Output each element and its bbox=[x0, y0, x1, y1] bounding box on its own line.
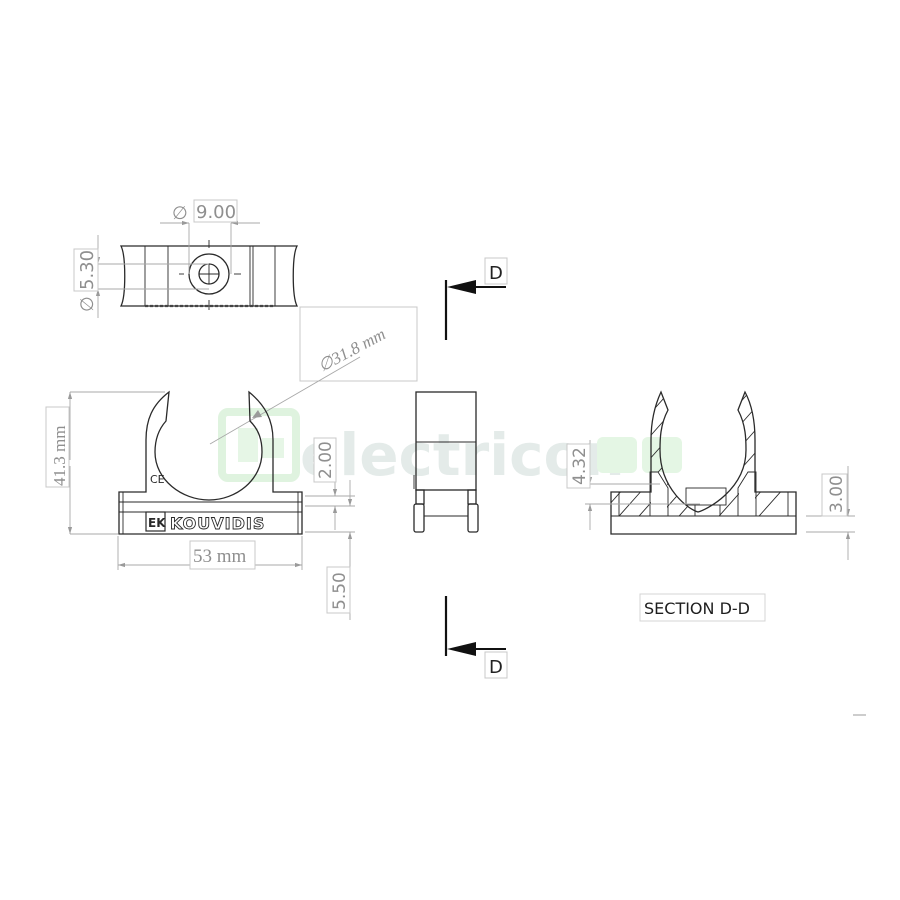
svg-text:EK: EK bbox=[148, 516, 166, 530]
section-marker-top: D bbox=[444, 257, 508, 340]
section-title: SECTION D-D bbox=[644, 599, 750, 618]
dim-front-width: 53 mm bbox=[193, 546, 247, 567]
top-view: ∅ 9.00 5.30 ∅ bbox=[73, 199, 299, 318]
section-label-top: D bbox=[489, 263, 503, 284]
dim-inner-offset: 4.32 bbox=[570, 447, 590, 485]
watermark-bolt-icon bbox=[597, 437, 682, 473]
section-view: 4.32 3.00 SECTION D-D bbox=[566, 390, 855, 622]
dim-front-height: 41.3 mm bbox=[50, 426, 69, 486]
dim-base-height: 5.50 bbox=[330, 572, 350, 610]
dim-hole-diameter: 9.00 bbox=[196, 202, 236, 223]
dim-base-thickness: 3.00 bbox=[827, 475, 847, 513]
section-label-bottom: D bbox=[489, 657, 503, 678]
brand-logo-icon bbox=[145, 511, 166, 532]
brand-name: KOUVIDIS bbox=[170, 514, 265, 533]
dim-top-height-symbol: ∅ bbox=[77, 296, 98, 312]
front-view: ∅31.8 mm CE EK KOUVIDIS 41.3 mm 53 mm 2.… bbox=[45, 306, 418, 620]
section-marker-bottom: D bbox=[444, 596, 508, 679]
side-view bbox=[413, 391, 479, 533]
dim-hole-symbol: ∅ bbox=[172, 203, 188, 224]
dim-base-step: 2.00 bbox=[316, 441, 336, 479]
dim-top-height: 5.30 bbox=[77, 250, 98, 290]
watermark: electricon bbox=[218, 408, 682, 489]
ce-mark: CE bbox=[150, 473, 165, 486]
